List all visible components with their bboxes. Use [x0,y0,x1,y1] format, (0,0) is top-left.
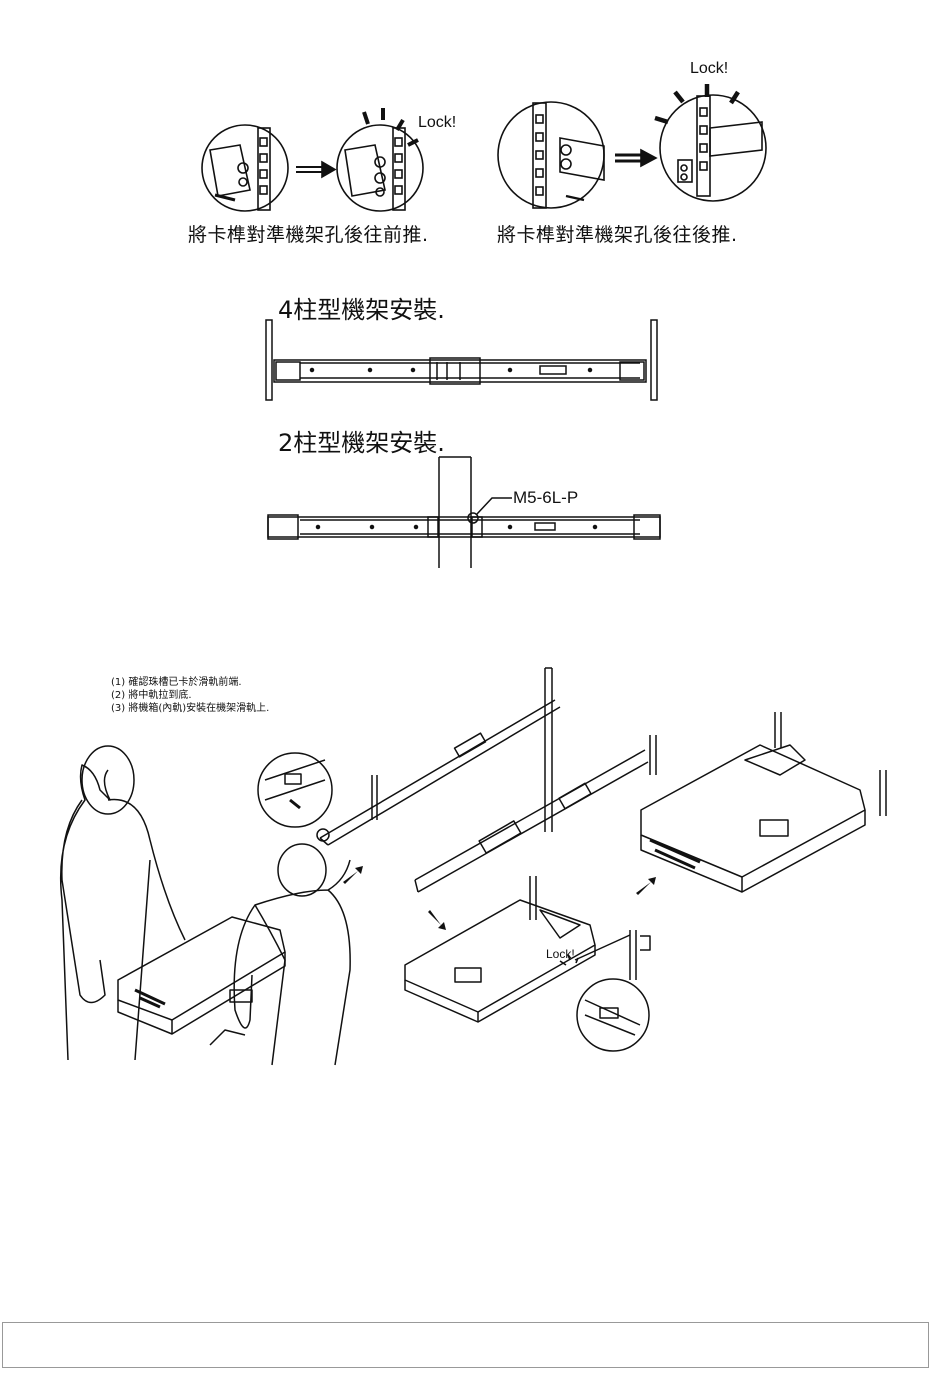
person-right-head [278,844,326,896]
person-right-silhouette [234,860,350,1065]
rack-rail-step2 [415,735,656,892]
rail-detail-magnifier [258,753,332,841]
lock-label-assembly: Lock! [546,948,575,961]
flow-arrow-icons [343,866,656,930]
lock-detail-magnifier [577,979,649,1051]
server-installed-step4 [641,712,886,892]
footer-box [2,1322,929,1368]
server-on-rail-step3 [405,876,650,1022]
person-left-silhouette [61,765,185,1060]
server-chassis-carried [118,917,285,1045]
person-left-head [82,746,134,814]
